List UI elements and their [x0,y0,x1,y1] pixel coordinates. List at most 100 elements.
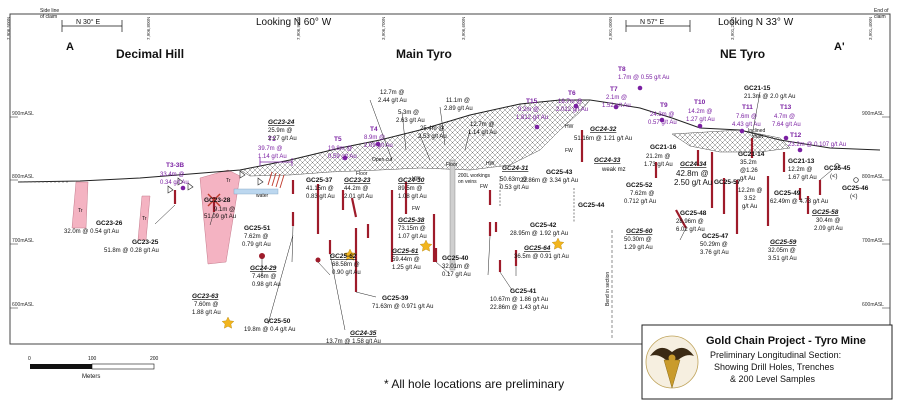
trench-assay: 8.9m @ [364,135,385,141]
hole-gc23-26: GC23-26 32.0m @ 0.54 g/t Au [64,220,123,235]
coord-label: 3,906,700N [381,17,386,40]
legend-line-3: & 200 Level Samples [730,374,816,384]
trench-t10: T10 14.2m @ 1.27 g/t Au [686,99,715,129]
trench-assay: 4.43 g/t Au [732,122,761,128]
legend-line-1: Preliminary Longitudinal Section: [710,350,841,360]
outcrop-symbols [167,170,264,194]
hole-assay: 41.15m @ [306,186,334,192]
hole-assay: g/t Au [742,204,757,210]
hole-name: GC25-61 [392,248,419,255]
hole-gc23-24: GC23-24 25.9m @ 2.27 g/t Au [268,119,297,142]
side-line-label: Side line [40,8,59,14]
hole-assay: 2.27 g/t Au [268,136,297,142]
hole-gc25-40: GC25-40 32.01m @ 0.17 g/t Au [442,255,471,278]
title-main-tyro: Main Tyro [396,47,452,61]
hole-assay: 0.712 g/t Au [624,199,656,205]
hole-assay: 2.01 g/t Au [344,194,373,200]
trench-assay: 9.2m @ [518,107,539,113]
trench-name: T6 [568,90,576,97]
hole-name: GC25-58 [812,209,839,216]
hole-gc24-29: GC24-29 7.46m @ 0.98 g/t Au [250,265,281,288]
coord-label: 3,901,000N [608,17,613,40]
star-markers [221,237,565,329]
bearing-left-text: N 30° E [76,18,101,26]
bearing-left: N 30° E [61,18,123,32]
coord-label: 7,906,900N [296,17,301,40]
trench-assay: 0.34 g/t Au [160,180,189,186]
look-direction-2: Looking N 33° W [718,17,794,28]
hole-assay: 51.09 g/t Au [204,214,236,220]
hole-assay: 1.07 g/t Au [398,234,427,240]
hole-assay: 7.60m @ [194,302,218,308]
hole-gc21-15: GC21-15 21.3m @ 2.0 g/t Au [744,85,795,100]
hole-assay: 12.2m @ [738,188,762,194]
hole-name: GC21-13 [788,158,815,165]
trench-t3-3b: T3-3B 33.4m @ 0.34 g/t Au [160,162,189,191]
hole-gc25-61: GC25-61 59.44m @ 1.25 g/t Au [392,248,421,271]
workings-label: 200L workings [458,173,491,179]
hole-assay: 32.01m @ [442,264,470,270]
hole-name: GC21-15 [744,85,771,92]
workings-label-2: on veins [458,179,477,185]
trench-name: T15 [526,98,538,105]
top-assay-labels: 12.7m @ 2.44 g/t Au 5.3m @ 2.63 g/t Au 1… [378,90,497,140]
trench-t1: T1 39.7m @ 1.14 g/t Au [258,136,293,166]
assay-label: 5.3m @ [398,110,419,116]
hole-assay: 22.86m @ 1.43 g/t Au [490,305,548,311]
look-direction-1: Looking N 60° W [256,17,332,28]
drill-collar [315,257,321,263]
eagle-logo [645,335,699,389]
hole-gc24-30: GC24-30 89.5m @ 1.08 g/t Au [398,177,427,200]
hole-assay: 3.52 [744,196,756,202]
hole-name: GC25-45 [824,165,851,172]
hole-gc25-60: GC25-60 50.30m @ 1.29 g/t Au [624,228,653,251]
scale-segment [30,364,92,369]
hole-assay: 1.67 g/t Au [788,175,817,181]
elev-900-left: 900mASL [12,111,34,117]
end-line-label: End of [874,8,889,14]
hole-assay: 3.76 g/t Au [700,250,729,256]
hole-name: GC25-47 [702,233,729,240]
drill-traces [173,130,822,292]
trench-assay: 1.52 g/t Au [602,103,631,109]
hole-name: GC23-24 [268,119,295,126]
coord-label: 7,906,500N [6,17,11,40]
hole-gc25-58: GC25-58 30.4m @ 2.09 g/t Au [812,209,843,232]
hole-assay: 0.90 g/t Au [332,270,361,276]
hole-assay: 50.30m @ [624,237,652,243]
scale-bar: 0 100 200 Meters [28,356,159,380]
hole-assay: 2.50 g/t Au [674,178,712,187]
hole-name: GC25-50 [264,318,291,325]
hole-gc23-25: GC23-25 51.8m @ 0.28 g/t Au [104,239,159,254]
trench-name: T3-3B [166,162,184,169]
hw-label: HW [486,161,495,167]
hole-assay: 0.17 g/t Au [442,272,471,278]
trench-assay: 24.3m @ [650,112,674,118]
hole-name: GC24-33 [594,157,621,164]
trench-t4: T4 8.9m @ 2.09 g/t Au [364,126,393,149]
hole-gc25-38: GC25-38 73.15m @ 1.07 g/t Au [398,217,427,240]
elev-800-left: 800mASL [12,174,34,180]
hole-assay: weak mz [601,167,626,173]
trench-name: T11 [742,104,753,111]
scale-tick: 100 [88,356,97,362]
dyke-label: Tr [78,208,83,214]
trench-t8: T8 1.7m @ 0.55 g/t Au [618,66,669,91]
assay-label: 2.53 g/t Au [418,134,447,140]
trench-assay: 23.2m @ 0.107 g/t Au [788,142,846,148]
grid-coordinates: 7,906,500N 7,906,800N 7,906,900N 3,906,7… [6,17,873,40]
hole-name: GC25-43 [546,169,573,176]
hole-assay: 44.2m @ [344,186,368,192]
trench-t15: T15 9.2m @ 1.812 g/t Au [516,98,548,130]
trench-name: T10 [694,99,706,106]
hole-gc25-45: GC25-45 (<) [824,165,851,180]
hole-name: GC25-62 [330,253,357,260]
hole-gc25-52: GC25-52 7.62m @ 0.712 g/t Au [624,182,656,205]
dyke-2 [137,195,151,241]
hole-assay: 32.0m @ 0.54 g/t Au [64,229,119,235]
hole-assay: 59.44m @ [392,257,420,263]
trench-name: T1 [268,136,276,143]
hw-label: HW [565,124,574,130]
hole-assay: 71.63m @ 0.971 g/t Au [372,304,433,310]
hole-collar-empty [834,163,840,169]
